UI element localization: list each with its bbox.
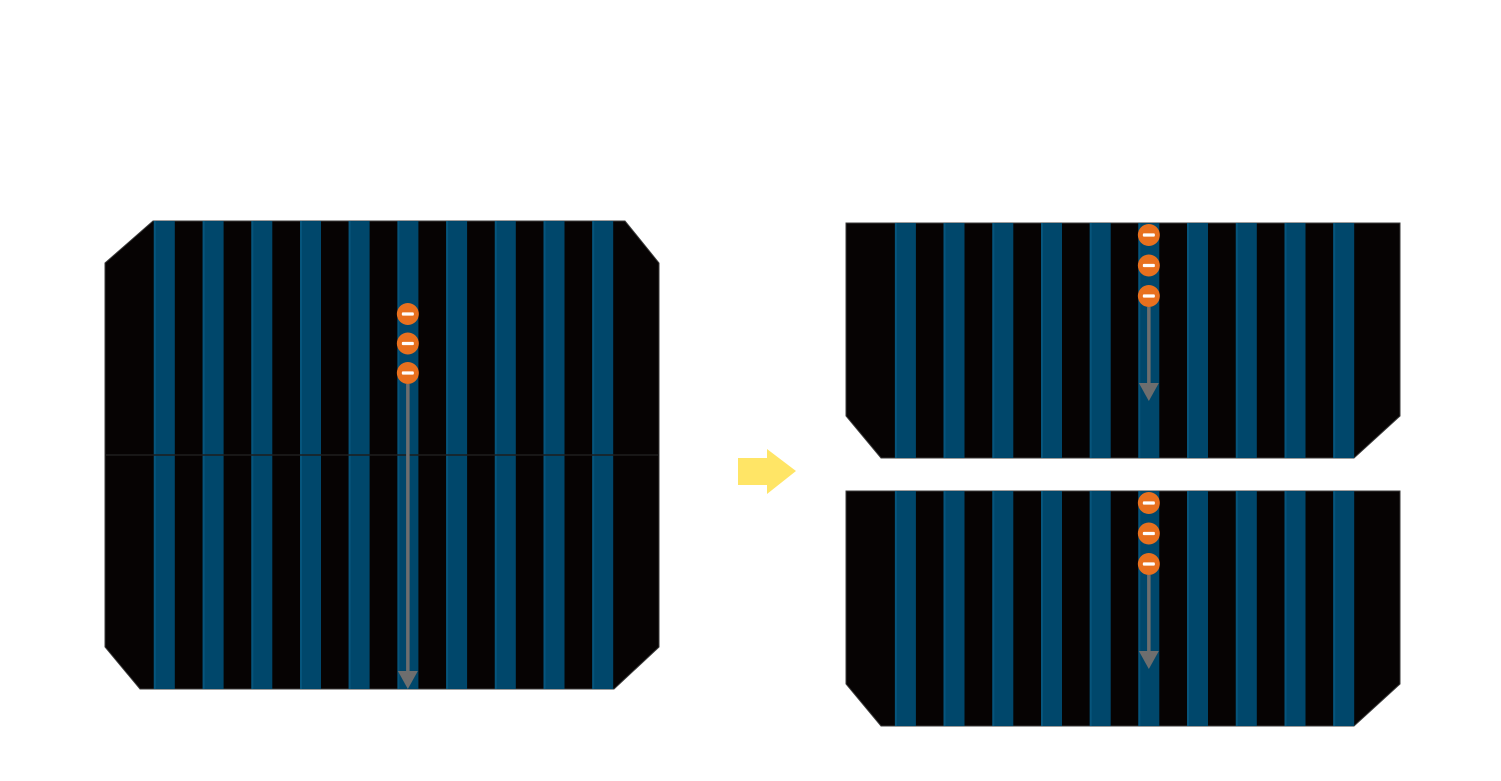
half-cell-bottom [845, 490, 1401, 727]
busbar [894, 491, 916, 726]
busbar [1187, 223, 1208, 458]
busbar [1041, 491, 1062, 726]
busbar [1284, 491, 1306, 726]
cell-body [845, 490, 1401, 727]
busbar-highlight [1138, 491, 1141, 726]
busbar [894, 223, 916, 458]
busbar-highlight [943, 491, 946, 726]
current-arrow-head [397, 671, 418, 689]
busbar [943, 491, 965, 726]
minus-sign-icon [401, 341, 414, 346]
electron-icon [396, 303, 419, 325]
current-arrow-head [1138, 383, 1159, 401]
electron-icon [1137, 553, 1160, 575]
busbar [1235, 491, 1257, 726]
minus-sign-icon [1142, 531, 1155, 536]
half-cell-top [845, 222, 1401, 459]
electron-icon [1137, 522, 1160, 545]
busbar-highlight [1138, 223, 1141, 458]
busbar [1235, 223, 1257, 458]
busbar-highlight [1284, 223, 1287, 458]
electron-icon [396, 332, 419, 355]
busbar [992, 223, 1014, 458]
busbar [943, 223, 965, 458]
busbar [992, 491, 1014, 726]
busbar-highlight [1089, 223, 1092, 458]
minus-sign-icon [1142, 294, 1155, 298]
busbar-highlight [1187, 491, 1189, 726]
arrow-down-icon [397, 384, 418, 689]
minus-sign-icon [1142, 263, 1155, 268]
full-solar-cell [104, 220, 660, 690]
current-arrow-head [1138, 651, 1159, 669]
minus-sign-icon [401, 312, 414, 316]
minus-sign-icon [1142, 233, 1155, 237]
busbar [1089, 491, 1111, 726]
busbar-highlight [894, 223, 897, 458]
process-arrow [738, 449, 796, 494]
arrow-right-icon [738, 449, 796, 494]
electron-icon [1137, 254, 1160, 277]
minus-sign-icon [401, 371, 414, 375]
busbar-highlight [992, 223, 995, 458]
minus-sign-icon [1142, 562, 1155, 566]
busbar-highlight [1284, 491, 1287, 726]
arrow-down-icon [1138, 575, 1159, 669]
busbar-highlight [1041, 223, 1043, 458]
busbar [1333, 491, 1355, 726]
electron-icon [1137, 224, 1160, 246]
cell-body [845, 222, 1401, 459]
electron-icon [1137, 285, 1160, 307]
arrow-down-icon [1138, 307, 1159, 401]
electron-icon [1137, 492, 1160, 514]
busbar-highlight [1333, 223, 1336, 458]
busbar-highlight [992, 491, 995, 726]
busbar-highlight [894, 491, 897, 726]
busbar-highlight [1187, 223, 1189, 458]
busbar-highlight [1235, 491, 1238, 726]
busbar [1187, 491, 1208, 726]
busbar-highlight [1089, 491, 1092, 726]
busbar [1041, 223, 1062, 458]
busbar-group [894, 491, 1355, 726]
busbar [1089, 223, 1111, 458]
electron-icon [396, 362, 419, 384]
busbar-highlight [1235, 223, 1238, 458]
busbar [1333, 223, 1355, 458]
busbar-highlight [943, 223, 946, 458]
busbar [1284, 223, 1306, 458]
busbar-highlight [1041, 491, 1043, 726]
minus-sign-icon [1142, 501, 1155, 505]
busbar-highlight [1333, 491, 1336, 726]
